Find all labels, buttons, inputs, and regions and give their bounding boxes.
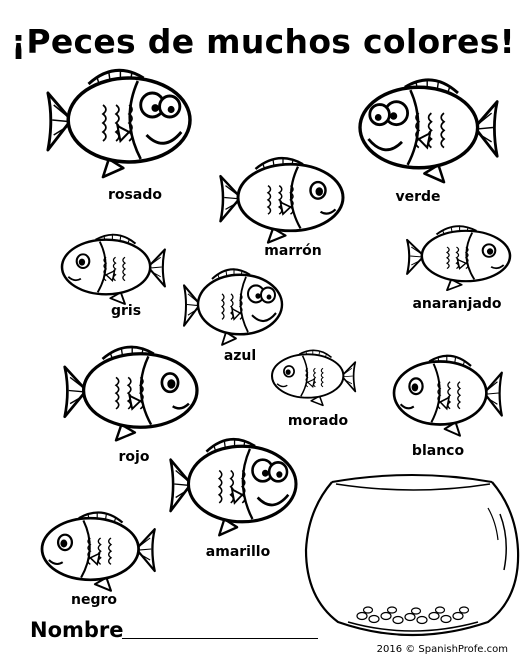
copyright-credit: 2016 © SpanishProfe.com (376, 644, 508, 655)
fish-label-azul: azul (223, 348, 257, 364)
fish-gris-drawing (60, 228, 167, 306)
fish-morado-drawing (270, 345, 357, 407)
fish-label-blanco: blanco (411, 443, 465, 459)
fish-label-morado: morado (287, 413, 349, 429)
fish-verde-drawing (358, 70, 500, 185)
fish-rojo-drawing (62, 338, 199, 443)
fish-amarillo-drawing (168, 430, 298, 538)
fish-label-anaranjado: anaranjado (412, 296, 502, 312)
fish-azul-drawing (182, 262, 284, 347)
fish-label-rosado: rosado (108, 187, 162, 203)
fish-label-verde: verde (395, 189, 441, 205)
fish-marron-drawing (218, 150, 345, 245)
page-title: ¡Peces de muchos colores! (11, 22, 515, 61)
fish-label-gris: gris (110, 303, 142, 319)
fish-label-rojo: rojo (118, 449, 150, 465)
fish-rosado-drawing (45, 60, 192, 180)
fishbowl-drawing (300, 470, 525, 640)
fish-anaranjado-drawing (405, 220, 512, 292)
fish-label-amarillo: amarillo (205, 544, 271, 560)
fish-blanco-drawing (392, 348, 504, 438)
name-write-line[interactable] (122, 638, 318, 639)
fish-negro-drawing (40, 505, 157, 593)
fish-label-marron: marrón (264, 243, 322, 259)
fish-label-negro: negro (70, 592, 118, 608)
name-label: Nombre (30, 618, 124, 642)
